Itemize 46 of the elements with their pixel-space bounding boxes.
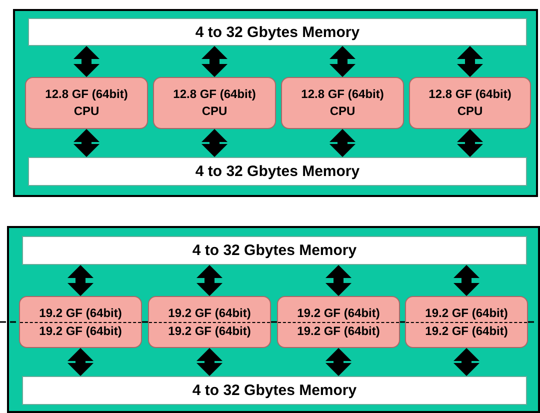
double-arrow [454, 265, 480, 296]
double-arrow [326, 265, 352, 296]
memory-label: 4 to 32 Gbytes Memory [192, 243, 357, 258]
memory-bar [22, 376, 527, 405]
cpu-box [148, 296, 271, 348]
double-arrow [330, 46, 356, 77]
cpu-label: 12.8 GF (64bit) CPU [428, 86, 512, 120]
cpu-box [409, 77, 531, 129]
cpu-label: 12.8 GF (64bit) CPU [300, 86, 385, 120]
memory-label: 4 to 32 Gbytes Memory [195, 164, 360, 179]
panel [13, 9, 538, 197]
cpu-box [25, 77, 148, 129]
cpu-label: 19.2 GF (64bit) [424, 304, 509, 322]
double-arrow [457, 129, 483, 157]
cpu-box [19, 296, 142, 348]
memory-bar [22, 236, 527, 265]
cpu-box [281, 77, 404, 129]
double-arrow [74, 129, 100, 157]
double-arrow [68, 348, 94, 376]
cpu-label: 12.8 GF (64bit) CPU [172, 86, 257, 120]
memory-label: 4 to 32 Gbytes Memory [195, 24, 360, 40]
cpu-label: 19.2 GF (64bit) [167, 304, 252, 322]
double-arrow [74, 46, 100, 77]
cpu-label: 19.2 GF (64bit) [167, 322, 252, 340]
cpu-label: 19.2 GF (64bit) [38, 322, 123, 340]
double-arrow [196, 348, 222, 376]
double-arrow [457, 46, 483, 77]
panel [7, 226, 540, 413]
double-arrow [202, 129, 228, 157]
cpu-box [153, 77, 276, 129]
memory-bar [28, 18, 527, 46]
memory-label: 4 to 32 Gbytes Memory [192, 383, 357, 398]
double-arrow [196, 265, 222, 296]
cpu-box [277, 296, 400, 348]
cpu-label: 12.8 GF (64bit) CPU [44, 86, 129, 120]
double-arrow [454, 348, 480, 376]
cpu-box [405, 296, 528, 348]
memory-bar [28, 157, 527, 186]
cpu-label: 19.2 GF (64bit) [296, 322, 381, 340]
double-arrow [326, 348, 352, 376]
double-arrow [202, 46, 228, 77]
cpu-label: 19.2 GF (64bit) [38, 304, 123, 322]
double-arrow [330, 129, 356, 157]
cpu-label: 19.2 GF (64bit) [424, 322, 509, 340]
cpu-label: 19.2 GF (64bit) [296, 304, 381, 322]
double-arrow [68, 265, 94, 296]
